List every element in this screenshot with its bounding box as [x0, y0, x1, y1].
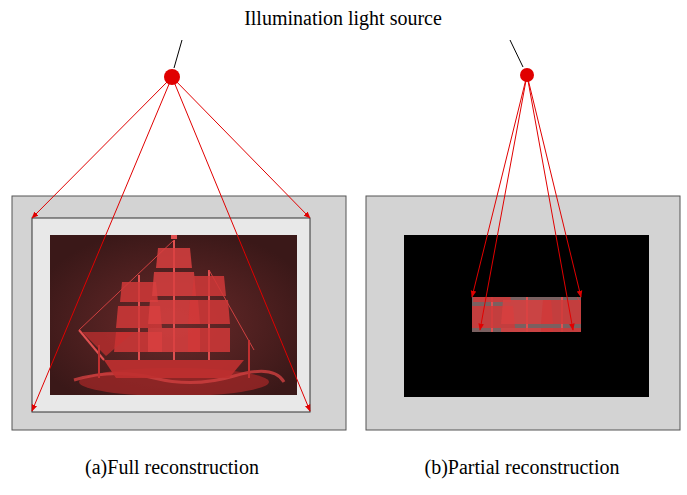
caption-label: (a)Full reconstruction [85, 455, 259, 479]
source-label: Illumination light source [244, 6, 442, 30]
caption-label: (b)Partial reconstruction [425, 455, 620, 479]
